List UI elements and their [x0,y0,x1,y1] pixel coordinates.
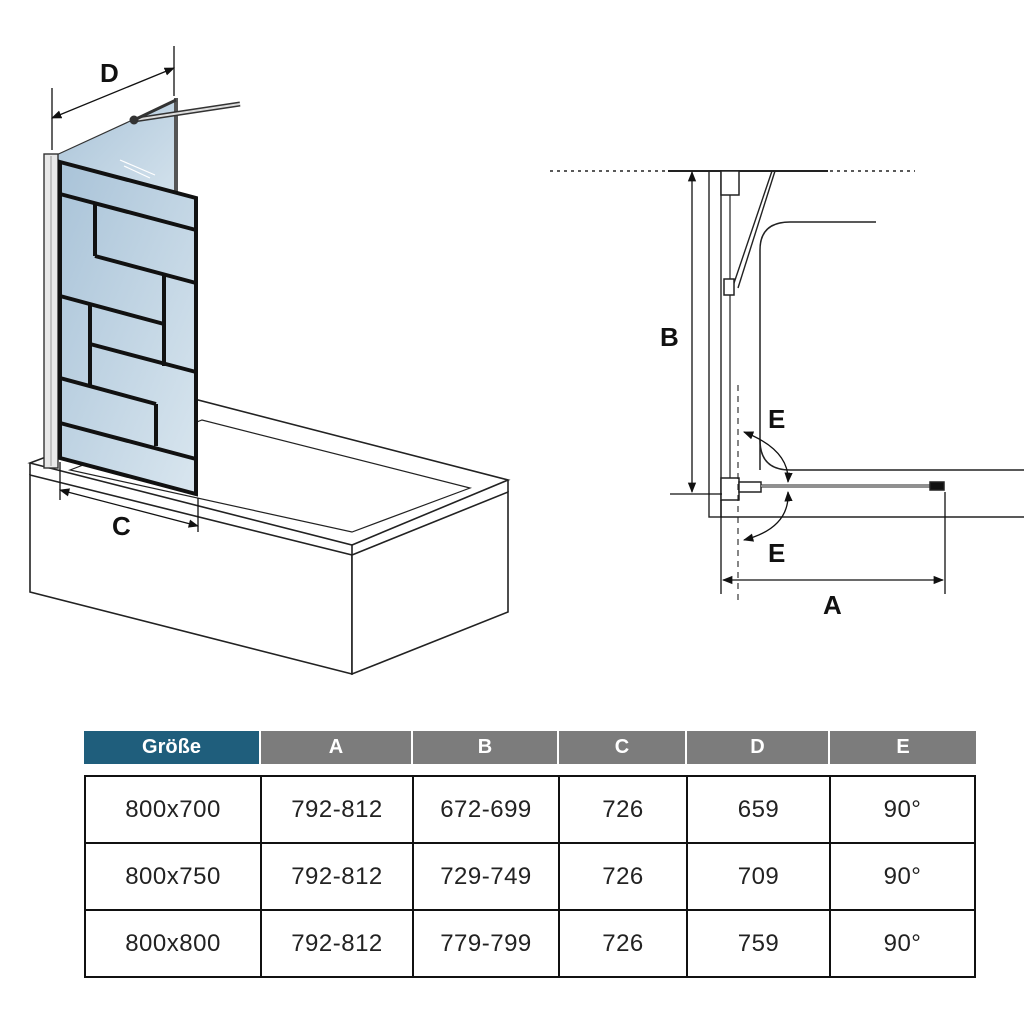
header-a: A [261,731,413,764]
table-body: 800x700 792-812 672-699 726 659 90° 800x… [84,775,976,978]
dimension-b [670,170,722,495]
cell-e: 90° [883,929,922,957]
wall-profile [43,153,59,469]
cell-b: 672-699 [414,777,560,842]
stabilizer-bar [129,98,241,125]
table-row: 800x800 792-812 779-799 726 759 90° [86,911,974,978]
patterned-glass-panel [58,159,198,497]
technical-drawing: D C E E [27,46,1024,676]
label-b: B [660,322,679,352]
cell-e: 90° [883,795,922,823]
header-b: B [413,731,559,764]
header-size: Größe [84,731,261,764]
cell-a: 792-812 [262,911,414,976]
dimension-a [720,492,946,594]
table-row: 800x700 792-812 672-699 726 659 90° [86,777,974,844]
table-header: Größe A B C D E [84,731,976,764]
cell-b: 779-799 [414,911,560,976]
dimension-e-arcs [742,431,793,542]
table-row: 800x750 792-812 729-749 726 709 90° [86,844,974,911]
cell-e: 90° [883,862,922,890]
size-table: Größe A B C D E 800x700 792-812 672-699 … [84,731,976,978]
cell-c: 726 [560,844,688,909]
dimension-c [58,462,200,532]
label-a: A [823,590,842,620]
side-schematic [550,170,1024,600]
cell-d: 659 [688,777,831,842]
label-e-bottom: E [768,538,785,568]
header-c: C [559,731,687,764]
dimension-d [51,46,175,150]
cell-c: 726 [560,911,688,976]
cell-size: 800x700 [86,777,262,842]
cell-d: 709 [688,844,831,909]
cell-a: 792-812 [262,777,414,842]
label-e-top: E [768,404,785,434]
cell-d: 759 [688,911,831,976]
cell-size: 800x800 [86,911,262,976]
cell-b: 729-749 [414,844,560,909]
bathtub-side-face [351,490,509,676]
cell-c: 726 [560,777,688,842]
label-d: D [100,58,119,88]
header-d: D [687,731,830,764]
cell-size: 800x750 [86,844,262,909]
label-c: C [112,511,131,541]
header-e: E [830,731,976,764]
cell-a: 792-812 [262,844,414,909]
